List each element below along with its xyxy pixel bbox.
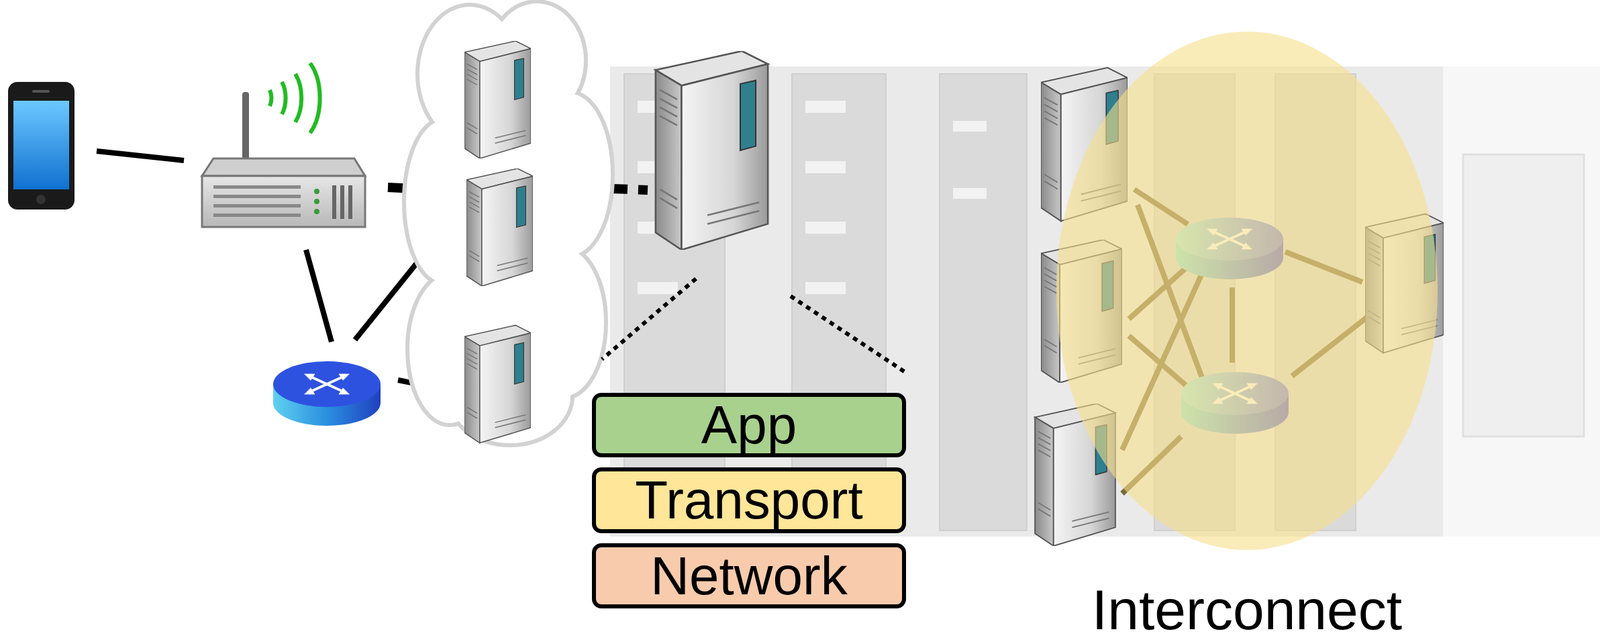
region-ellipse-shape [1056, 31, 1438, 550]
link-line [96, 151, 184, 161]
server-icon [464, 324, 531, 443]
server-icon [466, 168, 533, 286]
app-layer-box: App [591, 392, 907, 458]
transport-layer-box: Transport [591, 467, 907, 533]
layer-label: App [701, 397, 797, 452]
network-layer-box: Network [591, 542, 907, 609]
server-icon [464, 40, 531, 159]
router-icon [273, 361, 381, 426]
region-ellipse [1055, 30, 1439, 638]
zoom-line [602, 278, 907, 373]
wifi-router-icon [202, 63, 366, 227]
layer-label: Transport [634, 473, 863, 527]
region-label: Interconnect [1055, 581, 1439, 638]
server-icon [655, 51, 768, 250]
phone-icon [8, 81, 75, 210]
interconnect-region: Interconnect [1055, 30, 1439, 638]
layer-label: Network [650, 548, 847, 603]
cloud-outline [406, 3, 611, 443]
